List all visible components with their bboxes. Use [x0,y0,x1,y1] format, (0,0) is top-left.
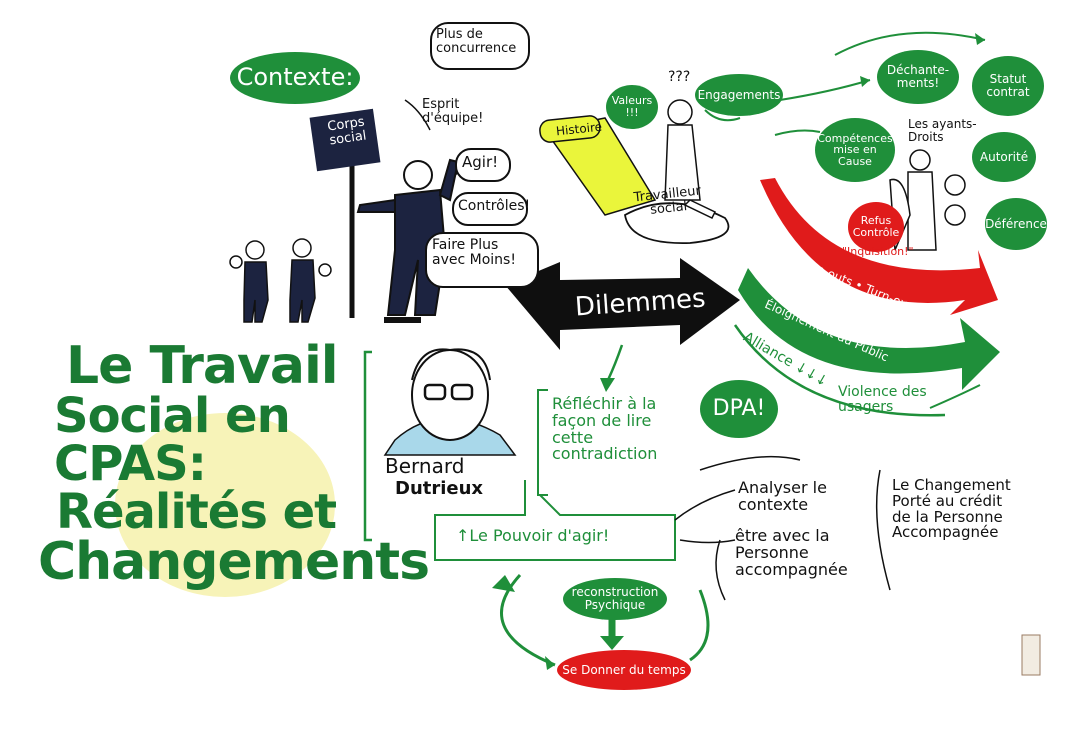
temps-badge: Se Donner du temps [557,650,691,690]
artist-stamp [1021,634,1041,676]
ayants-droits-label: Les ayants-Droits [908,117,977,144]
pouvoir-agir-text: ↑Le Pouvoir d'agir! [456,526,610,545]
title-line-4: Changements [38,532,430,592]
bubble-faire-plus [425,232,539,288]
eloignement-arrow [738,268,1000,390]
violence-label: Violence des usagers [838,384,927,415]
statut-badge: Statut contrat [972,56,1044,116]
dpa-badge: DPA! [700,380,778,438]
title-line-3: Réalités et [56,484,337,540]
title-line-2: Social en CPAS: [54,388,291,492]
deference-badge: Déférence [985,198,1047,250]
refus-controle-badge: Refus Contrôle [848,202,904,252]
arrow-top [834,31,986,56]
crowd-figures [229,238,332,323]
reflechir-text: Réfléchir à la façon de lire cette contr… [552,394,658,464]
inquisition-label: "Inquisition!" [842,245,914,258]
burnout-arrow [760,178,998,315]
autorite-badge: Autorité [972,132,1036,182]
main-title: Le Travail Social en CPAS: Réalités et C… [38,336,430,592]
speaker-first-name: Bernard [385,454,465,478]
bubble-concurrence [430,22,530,70]
competences-badge: Compétences mise en Cause [815,118,895,182]
worker-figure [624,99,730,244]
bubble-faire-plus-text: Faire Plus avec Moins! [432,237,516,268]
worker-thoughts: ??? [668,69,691,85]
bubble-agir-text: Agir! [462,153,499,171]
reconstruction-badge: reconstruction Psychique [563,578,667,620]
dechantements-badge: Déchante-ments! [877,50,959,104]
bubble-controles [452,192,528,226]
title-line-1: Le Travail [66,336,339,396]
changement-text: Le Changement Porté au crédit de la Pers… [892,476,1011,542]
bubble-equipe-text: Esprit d'équipe! [422,97,484,126]
etre-avec-text: être avec la Personne accompagnée [735,526,848,579]
context-label: Contexte: [230,52,360,104]
analyser-text: Analyser le contexte [738,478,827,514]
title-highlight [115,413,335,597]
bubble-agir [455,148,511,182]
engagements-badge: Engagements [695,74,783,116]
valeurs-badge: Valeurs !!! [606,85,658,129]
bubble-concurrence-text: Plus de concurrence [436,27,517,56]
speaker-portrait [383,348,517,456]
dilemmes-arrow [505,258,740,350]
sign-board [309,108,381,172]
bubble-controles-text: Contrôles! [458,198,531,214]
speaker-last-name: Dutrieux [395,478,484,499]
